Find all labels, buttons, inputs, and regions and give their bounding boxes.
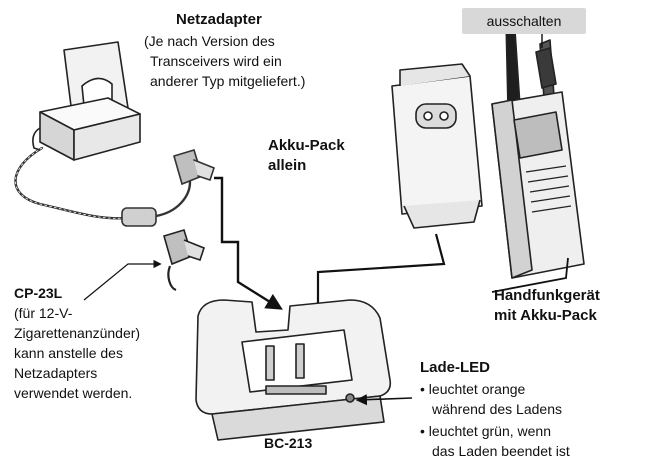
led-item-1-line-2: während des Ladens: [432, 401, 562, 417]
handheld-radio-illustration: [491, 15, 585, 279]
led-item-1-line-1: • leuchtet orange: [420, 381, 526, 397]
cp23l-line-3: kann anstelle des: [14, 345, 123, 361]
cp23l-pointer-line: [83, 259, 162, 301]
battery-pack-label-line-2: allein: [268, 157, 307, 174]
radio-label-line-2: mit Akku-Pack: [494, 307, 597, 324]
led-pointer-arrow: [355, 394, 413, 406]
charger-model-label: BC-213: [264, 435, 313, 451]
cp23l-title: CP-23L: [14, 285, 63, 301]
battery-pack-label-line-1: Akku-Pack: [268, 137, 345, 154]
ac-adapter-illustration: [32, 41, 141, 161]
led-item-2-line-2: das Laden beendet ist: [432, 443, 570, 459]
adapter-to-charger-arrow: [214, 176, 283, 310]
cp23l-plug-illustration: [163, 229, 205, 292]
led-item-2-line-1: • leuchtet grün, wenn: [420, 423, 551, 439]
cp23l-line-5: verwendet werden.: [14, 385, 133, 401]
adapter-cable: [14, 146, 215, 227]
adapter-note-line-3: anderer Typ mitgeliefert.): [150, 73, 306, 89]
led-title: Lade-LED: [420, 359, 491, 376]
cp23l-line-4: Netzadapters: [14, 365, 98, 381]
charger-bc213-illustration: [195, 299, 392, 441]
adapter-note-line-1: (Je nach Version des: [144, 33, 275, 49]
power-off-badge: ausschalten: [462, 8, 586, 34]
battery-pack-illustration: [391, 63, 483, 229]
radio-label-line-1: Handfunkgerät: [494, 287, 600, 304]
adapter-note-line-2: Transceivers wird ein: [150, 53, 282, 69]
cp23l-line-2: Zigarettenanzünder): [14, 325, 141, 341]
adapter-title: Netzadapter: [176, 11, 262, 28]
cp23l-line-1: (für 12-V-: [14, 305, 73, 321]
radio-label-leader: [491, 257, 569, 293]
